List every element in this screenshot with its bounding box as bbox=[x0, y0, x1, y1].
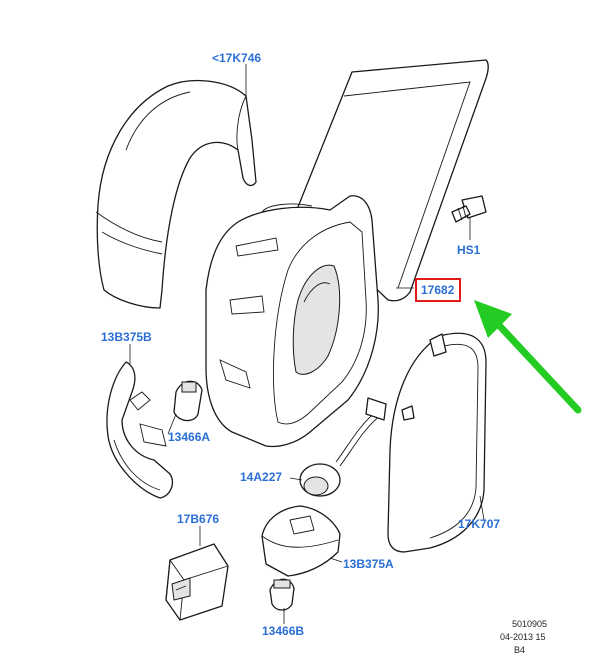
label-mirror-glass: 17K707 bbox=[458, 517, 500, 531]
screw-hs1 bbox=[451, 195, 487, 223]
label-connector: 14A227 bbox=[240, 470, 282, 484]
highlight-box bbox=[415, 278, 461, 302]
mirror-glass-front bbox=[387, 332, 487, 553]
switch bbox=[165, 543, 229, 621]
footer-code: B4 bbox=[514, 645, 525, 655]
bulb-upper bbox=[173, 380, 203, 422]
bracket-lower bbox=[261, 505, 341, 577]
label-switch: 17B676 bbox=[177, 512, 219, 526]
bulb-lower bbox=[269, 578, 295, 611]
label-mirror-cap: <17K746 bbox=[212, 51, 261, 65]
label-bulb-upper: 13466A bbox=[168, 430, 210, 444]
label-bracket-lower: 13B375A bbox=[343, 557, 394, 571]
label-mirror-housing: 17682 bbox=[421, 283, 455, 297]
label-hs1: HS1 bbox=[457, 243, 481, 257]
mirror-housing bbox=[205, 195, 379, 448]
footer-ref-number: 5010905 bbox=[512, 619, 547, 629]
label-bracket-left: 13B375B bbox=[101, 330, 152, 344]
bracket-left bbox=[106, 361, 174, 499]
wire-harness bbox=[299, 397, 387, 497]
footer-date: 04-2013 15 bbox=[500, 632, 546, 642]
mirror-cap bbox=[95, 79, 257, 309]
green-arrow-icon bbox=[474, 300, 582, 414]
label-bulb-lower: 13466B bbox=[262, 624, 304, 638]
leader-lines bbox=[129, 64, 485, 624]
